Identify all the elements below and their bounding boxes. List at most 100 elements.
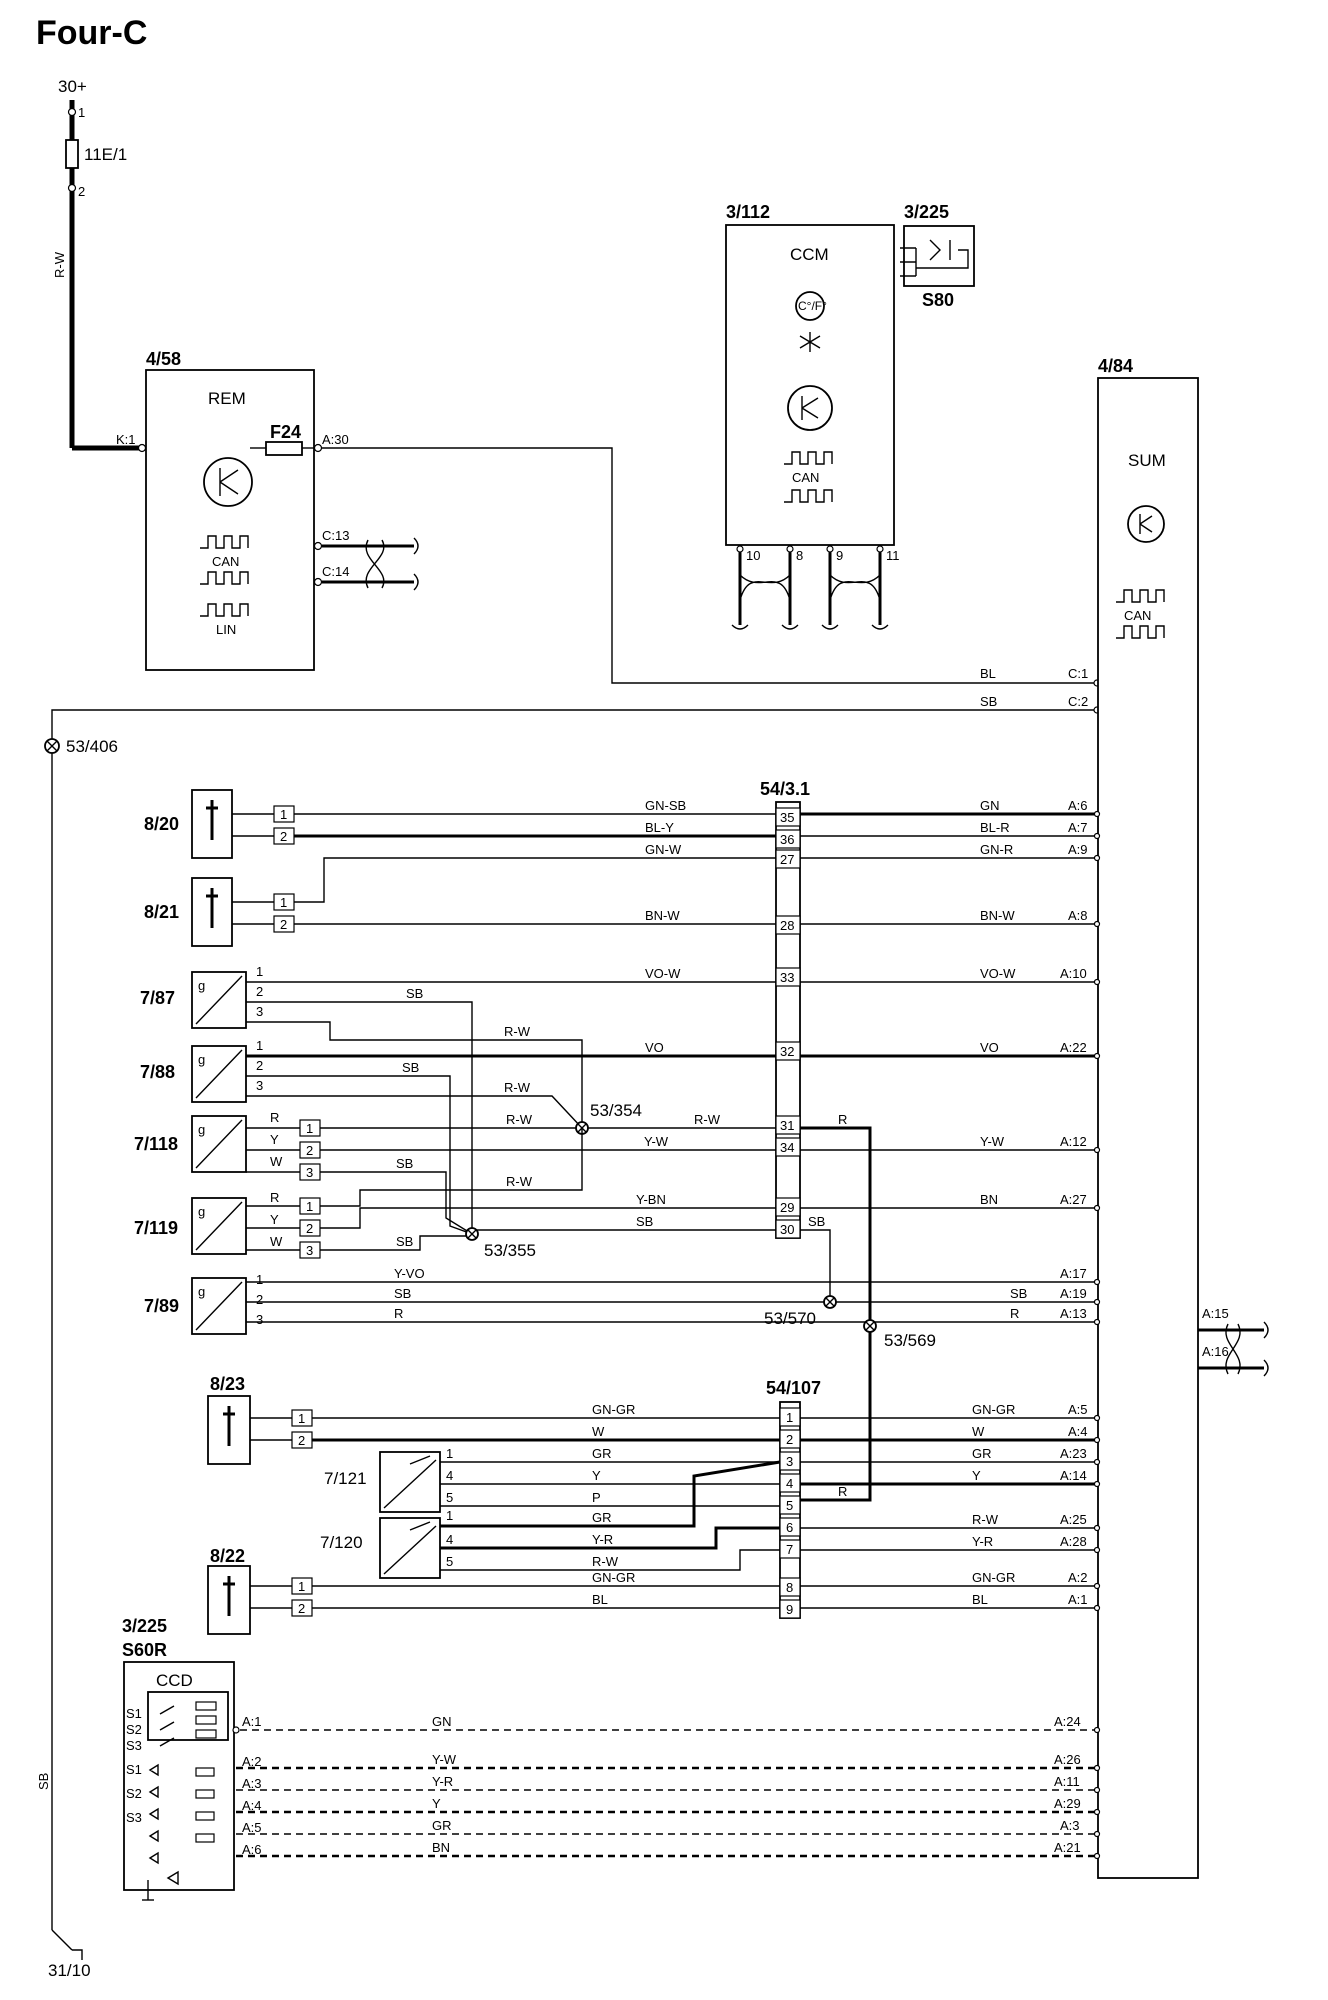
svg-text:3: 3 (256, 1004, 263, 1019)
svg-text:R: R (394, 1306, 403, 1321)
pin-28: 28 (780, 918, 794, 933)
sum-a16-label: A:16 (1202, 1344, 1229, 1359)
ccm-pins (731, 545, 889, 630)
page-title: Four-C (36, 14, 147, 52)
ccm-pin-9: 9 (836, 548, 843, 563)
svg-text:A:4: A:4 (1068, 1424, 1088, 1439)
ccm-can-icon (784, 451, 833, 465)
terminal-30: 30+ (58, 77, 87, 96)
svg-text:1: 1 (256, 964, 263, 979)
svg-text:S2: S2 (126, 1722, 142, 1737)
fuse-pin-top (67, 107, 77, 117)
rem-id: 4/58 (146, 349, 181, 369)
sum-module (1097, 377, 1199, 1879)
svg-text:SB: SB (1010, 1286, 1027, 1301)
svg-text:3: 3 (256, 1312, 263, 1327)
svg-text:GN-R: GN-R (980, 842, 1013, 857)
svg-text:W: W (592, 1424, 605, 1439)
svg-text:5: 5 (446, 1554, 453, 1569)
svg-text:Y-VO: Y-VO (394, 1266, 425, 1281)
wire-gnsb-label: GN-SB (645, 798, 686, 813)
svg-text:3: 3 (306, 1165, 313, 1180)
svg-text:A:17: A:17 (1060, 1266, 1087, 1281)
pin-29: 29 (780, 1200, 794, 1215)
sum-can-label: CAN (1124, 608, 1151, 623)
svg-text:3: 3 (256, 1078, 263, 1093)
svg-text:Y: Y (592, 1468, 601, 1483)
svg-text:g: g (198, 1052, 205, 1067)
sum-transistor-icon (1127, 505, 1165, 543)
svg-text:A:5: A:5 (242, 1820, 262, 1835)
ground-wire-label: SB (36, 1773, 51, 1790)
ccm-pin-11: 11 (886, 548, 900, 563)
svg-text:Y-W: Y-W (644, 1134, 669, 1149)
ccd-id: 3/225 (122, 1616, 167, 1636)
rem-name: REM (208, 389, 246, 408)
svg-text:A:13: A:13 (1060, 1306, 1087, 1321)
wire-vo-label: VO (645, 1040, 664, 1055)
pin-33: 33 (780, 970, 794, 985)
svg-text:A:19: A:19 (1060, 1286, 1087, 1301)
comp-8-23-id: 8/23 (210, 1374, 245, 1394)
svg-text:BN-W: BN-W (980, 908, 1015, 923)
svg-text:S3: S3 (126, 1810, 142, 1825)
svg-text:R: R (1010, 1306, 1019, 1321)
wire-bnw-label: BN-W (645, 908, 680, 923)
svg-text:1: 1 (306, 1199, 313, 1214)
rem-k1-label: K:1 (116, 432, 136, 447)
svg-text:2: 2 (786, 1432, 793, 1447)
svg-text:A:10: A:10 (1060, 966, 1087, 981)
svg-text:BN: BN (432, 1840, 450, 1855)
ccm-can-label: CAN (792, 470, 819, 485)
svg-text:GN-GR: GN-GR (592, 1570, 635, 1585)
svg-text:GN-GR: GN-GR (592, 1402, 635, 1417)
svg-text:GR: GR (592, 1446, 612, 1461)
svg-text:9: 9 (786, 1602, 793, 1617)
pin-31: 31 (780, 1118, 794, 1133)
rem-fuse-label: F24 (270, 422, 301, 442)
svg-text:GN-GR: GN-GR (972, 1570, 1015, 1585)
svg-text:Y: Y (270, 1212, 279, 1227)
comp-7-87-g: g (198, 978, 205, 993)
svg-text:R: R (270, 1110, 279, 1125)
ccd-switch-icons (142, 1701, 217, 1901)
svg-text:R: R (270, 1190, 279, 1205)
svg-text:A:21: A:21 (1054, 1840, 1081, 1855)
svg-text:VO: VO (980, 1040, 999, 1055)
comp-7-118-id: 7/118 (134, 1134, 178, 1154)
svg-text:A:8: A:8 (1068, 908, 1088, 923)
ccd-name: CCD (156, 1671, 193, 1690)
svg-text:SB: SB (636, 1214, 653, 1229)
svg-text:7: 7 (786, 1542, 793, 1557)
svg-text:A:9: A:9 (1068, 842, 1088, 857)
pin-27: 27 (780, 852, 794, 867)
rem-pin-a30 (313, 443, 323, 453)
svg-text:R: R (838, 1484, 847, 1499)
bus-c1-label: C:1 (1068, 666, 1088, 681)
svg-text:R-W: R-W (506, 1112, 533, 1127)
svg-text:BN: BN (980, 1192, 998, 1207)
svg-text:1: 1 (280, 807, 287, 822)
rem-c13-label: C:13 (322, 528, 349, 543)
svg-text:A:5: A:5 (1068, 1402, 1088, 1417)
wire-gnw-label: GN-W (645, 842, 682, 857)
comp-8-22-id: 8/22 (210, 1546, 245, 1566)
comp-8-21-icon (206, 888, 218, 928)
svg-text:A:4: A:4 (242, 1798, 262, 1813)
svg-text:Y-R: Y-R (592, 1532, 613, 1547)
bus-sb-label: SB (980, 694, 997, 709)
svg-text:GR: GR (592, 1510, 612, 1525)
ccm-transistor-icon (787, 385, 833, 431)
svg-text:8: 8 (786, 1580, 793, 1595)
ccm-id: 3/112 (726, 202, 770, 222)
svg-text:A:22: A:22 (1060, 1040, 1087, 1055)
fuse-11e1 (65, 139, 79, 169)
ccm-snowflake-icon (799, 332, 821, 352)
svg-text:A:12: A:12 (1060, 1134, 1087, 1149)
ground-label: 31/10 (48, 1961, 91, 1980)
ccm-temp-icon (795, 291, 825, 321)
svg-text:1: 1 (256, 1038, 263, 1053)
svg-text:SB: SB (396, 1234, 413, 1249)
svg-text:GR: GR (972, 1446, 992, 1461)
ccm-pin-8: 8 (796, 548, 803, 563)
